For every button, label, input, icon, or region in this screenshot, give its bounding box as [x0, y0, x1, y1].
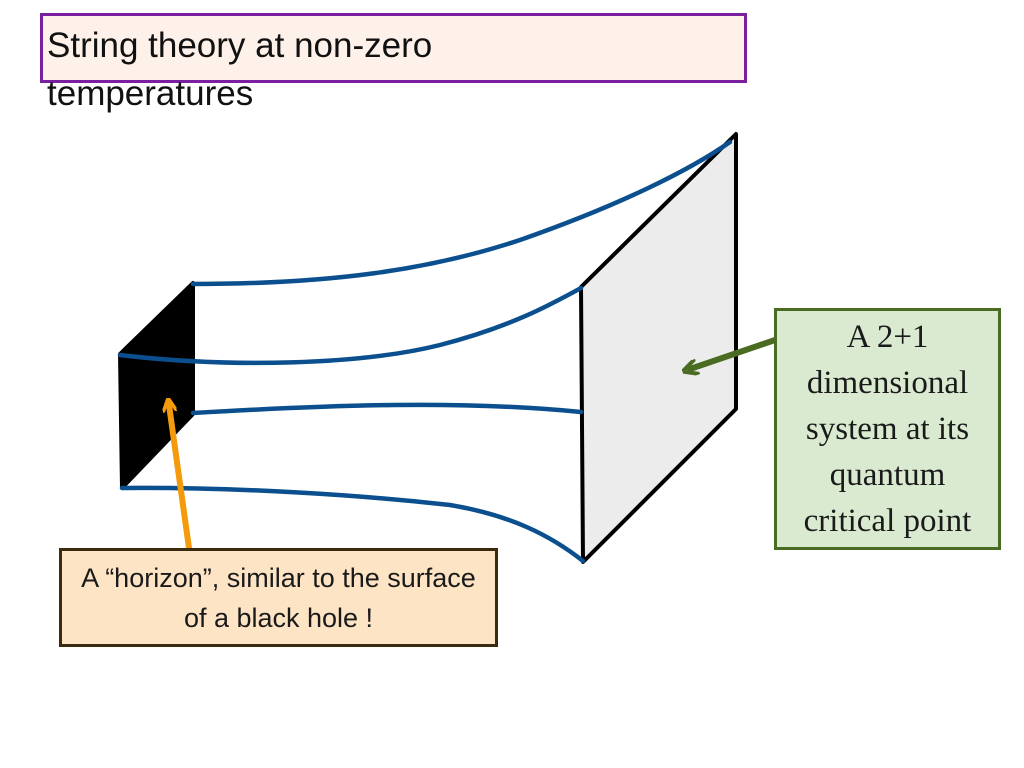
string-line-bottom: [119, 485, 586, 564]
horizon-callout-text: A “horizon”, similar to the surface of a…: [81, 562, 476, 633]
horizon-callout-box: A “horizon”, similar to the surface of a…: [59, 548, 498, 647]
system-callout-text: A 2+1 dimensional system at its quantum …: [803, 319, 972, 539]
boundary-plane: [579, 132, 738, 564]
string-line-upper-middle: [117, 285, 584, 366]
string-line-lower-middle: [190, 402, 584, 416]
system-callout-box: A 2+1 dimensional system at its quantum …: [774, 308, 1001, 550]
horizon-arrow: [169, 405, 192, 551]
slide-title: String theory at non-zero temperatures: [47, 26, 433, 113]
string-line-top: [190, 139, 733, 287]
title-box: [40, 13, 747, 83]
horizon-square: [118, 281, 195, 490]
system-arrow: [690, 337, 778, 369]
